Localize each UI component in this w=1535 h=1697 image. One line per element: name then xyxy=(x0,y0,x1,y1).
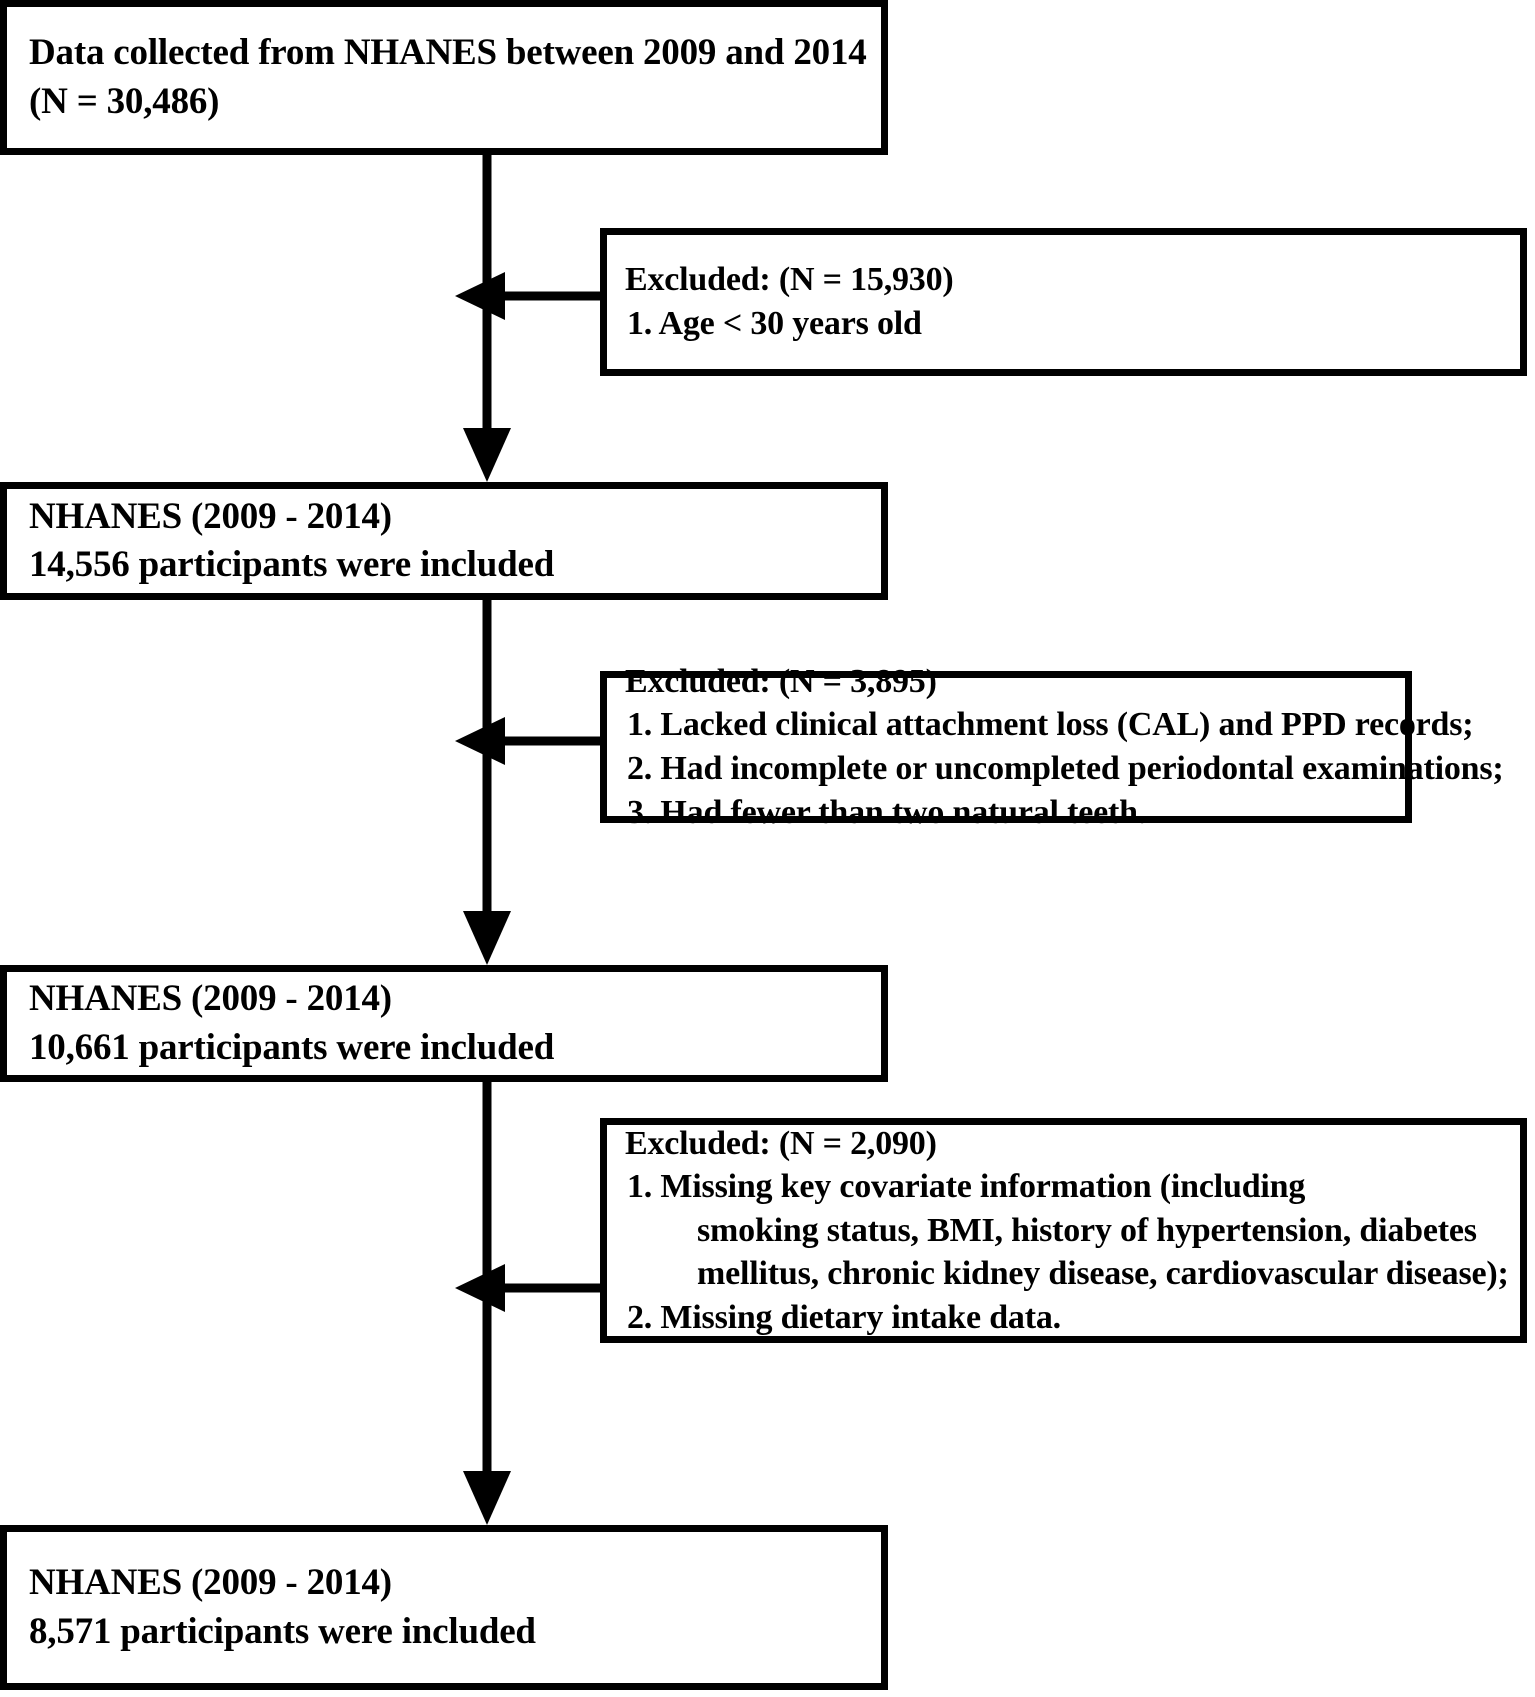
exclusion-3-reason-1: 1. Missing key covariate information (in… xyxy=(627,1168,1306,1206)
exclusion-2-reason-2: 2. Had incomplete or uncompleted periodo… xyxy=(627,750,1504,787)
node-source-line-2: (N = 30,486) xyxy=(29,80,220,122)
node-stage-2: NHANES (2009 - 2014) 10,661 participants… xyxy=(0,965,888,1082)
exclusion-2-reason-1: 1. Lacked clinical attachment loss (CAL)… xyxy=(627,706,1474,744)
exclusion-2-reason-3: 3. Had fewer than two natural teeth. xyxy=(627,793,1147,831)
exclusion-1-header: Excluded: (N = 15,930) xyxy=(625,261,954,299)
exclusion-box-2: Excluded: (N = 3,895) 1. Lacked clinical… xyxy=(600,663,1504,831)
exclusion-box-3: Excluded: (N = 2,090) 1. Missing key cov… xyxy=(600,1118,1527,1343)
node-stage-1-line-2: 14,556 participants were included xyxy=(29,544,555,585)
node-source-population: Data collected from NHANES between 2009 … xyxy=(0,0,888,155)
node-stage-3-line-1: NHANES (2009 - 2014) xyxy=(29,1562,392,1604)
exclusion-box-1: Excluded: (N = 15,930) 1. Age < 30 years… xyxy=(600,228,1527,376)
node-stage-2-line-1: NHANES (2009 - 2014) xyxy=(29,978,392,1020)
exclusion-1-reason-1: 1. Age < 30 years old xyxy=(627,305,922,342)
node-source-line-1: Data collected from NHANES between 2009 … xyxy=(29,32,867,74)
node-stage-2-line-2: 10,661 participants were included xyxy=(29,1026,555,1068)
exclusion-3-header: Excluded: (N = 2,090) xyxy=(625,1124,937,1162)
node-stage-3-line-2: 8,571 participants were included xyxy=(29,1610,536,1652)
node-stage-3-final: NHANES (2009 - 2014) 8,571 participants … xyxy=(0,1525,888,1690)
exclusion-3-reason-1-cont-b: mellitus, chronic kidney disease, cardio… xyxy=(697,1255,1509,1293)
node-stage-1: NHANES (2009 - 2014) 14,556 participants… xyxy=(0,482,888,600)
exclusion-3-reason-2: 2. Missing dietary intake data. xyxy=(627,1298,1061,1336)
exclusion-3-reason-1-cont-a: smoking status, BMI, history of hyperten… xyxy=(697,1211,1477,1249)
node-stage-1-line-1: NHANES (2009 - 2014) xyxy=(29,495,392,537)
exclusion-2-header: Excluded: (N = 3,895) xyxy=(625,662,937,700)
